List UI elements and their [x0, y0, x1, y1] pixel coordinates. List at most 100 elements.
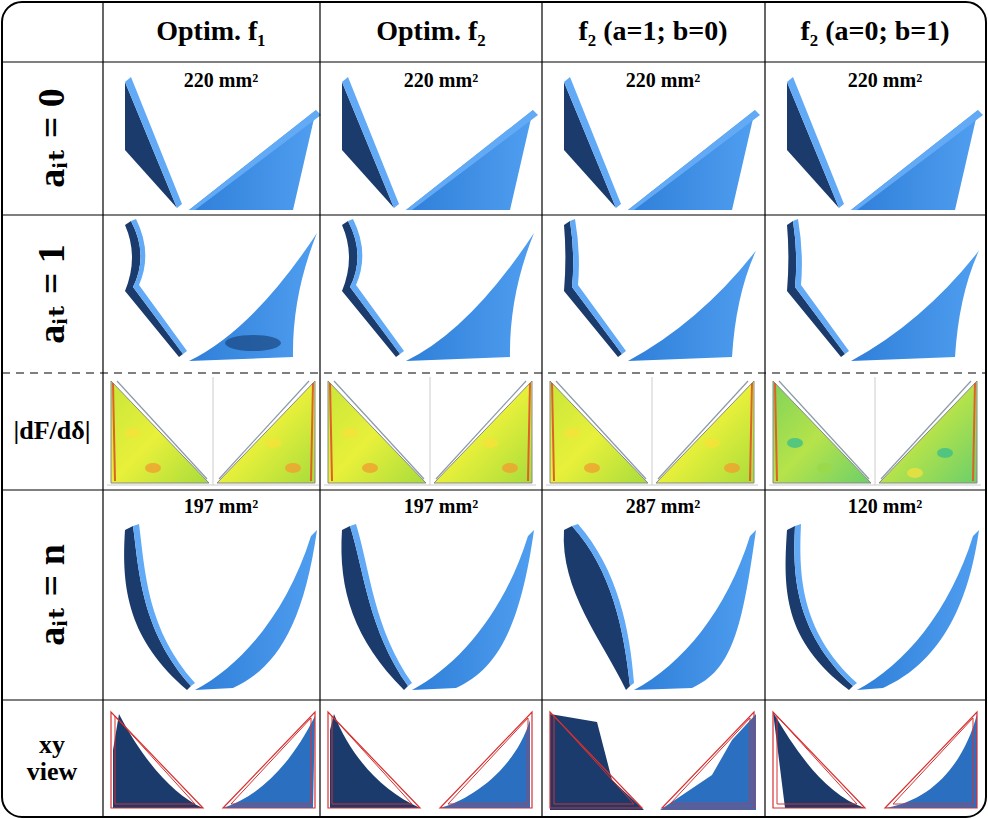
heatmap [656, 381, 754, 483]
part-edge [342, 77, 399, 208]
divider [324, 485, 536, 486]
outline [556, 381, 646, 479]
cell-art [786, 524, 979, 690]
row-header: aᵢₜ = n [32, 544, 72, 646]
part-edge [189, 110, 321, 210]
outline [436, 381, 526, 479]
part-edge [131, 219, 187, 354]
column-header: f₂ (a=0; b=1) [800, 16, 949, 45]
edge-mark [528, 383, 530, 481]
part-shape [124, 526, 191, 690]
divider [875, 377, 876, 485]
heat-spot [787, 438, 803, 448]
part-edge [851, 110, 983, 210]
edge-mark [330, 383, 332, 481]
cell-art [125, 219, 317, 361]
heatmap [328, 381, 426, 483]
cell-art [564, 219, 756, 361]
part-shape [773, 712, 865, 808]
cell-art [773, 712, 977, 808]
heat-spot [482, 438, 498, 448]
initial-outline [328, 712, 420, 808]
initial-outline [111, 712, 203, 808]
edge-mark [775, 383, 777, 481]
initial-outline [332, 716, 412, 804]
heat-spot [502, 463, 518, 473]
cell-art [342, 77, 538, 210]
part-shape [857, 530, 979, 690]
edge-mark [552, 383, 554, 481]
initial-outline [440, 712, 532, 808]
outline [881, 381, 971, 479]
heatmap [217, 381, 315, 483]
heat-spot [564, 428, 580, 438]
part-edge [628, 110, 760, 210]
initial-outline [223, 712, 315, 808]
cell-art [564, 524, 756, 690]
part-edge [564, 77, 621, 208]
area-value: 197 mm² [404, 496, 478, 517]
row-header: aᵢₜ = 0 [32, 88, 72, 187]
initial-outline [670, 718, 750, 804]
initial-outline [662, 712, 754, 808]
heat-spot [125, 428, 141, 438]
divider [769, 485, 981, 486]
cell-art [341, 524, 534, 690]
part-edge [570, 219, 626, 354]
part-shape [189, 233, 317, 361]
row-header: xy view [12, 731, 92, 786]
part-edge [572, 524, 634, 686]
dashed-row-line [2, 372, 986, 373]
row-line [2, 61, 986, 62]
part-shape [412, 530, 534, 690]
initial-outline [115, 716, 195, 804]
heatmap [434, 381, 532, 483]
row-line [2, 489, 986, 490]
part-shape [634, 530, 756, 690]
divider [546, 485, 758, 486]
part-shape [628, 251, 756, 361]
area-value: 197 mm² [184, 496, 258, 517]
initial-outline [777, 716, 857, 804]
heatmap [550, 381, 648, 483]
cell-art [546, 377, 758, 485]
edge-mark [113, 383, 115, 481]
column-line [764, 2, 765, 817]
initial-outline [885, 712, 977, 808]
divider [652, 377, 653, 485]
area-value: 220 mm² [626, 70, 700, 91]
heat-spot [285, 463, 301, 473]
cell-art [550, 712, 756, 810]
row-line [2, 699, 986, 700]
part-shape [195, 530, 317, 690]
part-edge [793, 219, 849, 354]
part-edge [133, 524, 195, 686]
column-header: Optim. f₁ [156, 16, 266, 45]
column-line [319, 2, 320, 817]
heat-spot [362, 463, 378, 473]
row-header: |dF/dδ| [14, 417, 91, 444]
part-edge [406, 110, 538, 210]
cell-art [342, 219, 534, 361]
column-header: Optim. f₂ [376, 16, 486, 45]
cell-art [125, 77, 321, 210]
outline [658, 381, 748, 479]
area-value: 220 mm² [184, 70, 258, 91]
heat-spot [342, 428, 358, 438]
part-edge [350, 524, 412, 686]
area-value: 120 mm² [848, 496, 922, 517]
heat-spot [145, 463, 161, 473]
cell-art [787, 77, 983, 210]
part-edge [787, 77, 844, 208]
edge-mark [973, 383, 975, 481]
cell-art [107, 377, 319, 485]
divider [213, 377, 214, 485]
cell-art [328, 712, 532, 808]
area-value: 220 mm² [848, 70, 922, 91]
initial-outline [773, 712, 865, 808]
outline [117, 381, 207, 479]
outline [219, 381, 309, 479]
